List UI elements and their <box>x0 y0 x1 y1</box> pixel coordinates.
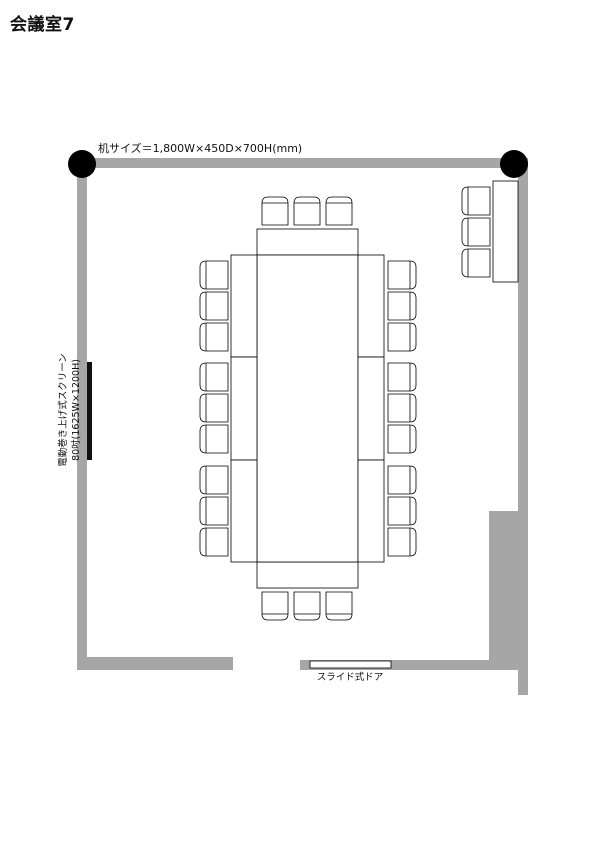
wall-right-lower <box>518 511 528 695</box>
chair <box>387 260 417 290</box>
chair <box>325 196 353 226</box>
table-left-3 <box>230 459 258 563</box>
desk-spec-label: 机サイズ＝1,800W×450D×700H(mm) <box>98 141 302 155</box>
chair <box>387 362 417 392</box>
screen-bar <box>87 362 92 460</box>
chair <box>199 393 229 423</box>
chair <box>199 496 229 526</box>
chair <box>199 527 229 557</box>
chairs-left-column <box>199 260 229 557</box>
chair <box>387 465 417 495</box>
chair <box>199 322 229 352</box>
chair <box>199 424 229 454</box>
table-left-1 <box>230 254 258 358</box>
chairs-top-row <box>261 196 353 226</box>
door-label: スライド式ドア <box>317 671 384 683</box>
chair <box>293 591 321 621</box>
table-right-1 <box>357 254 385 358</box>
tables <box>230 180 519 589</box>
wall-right-upper <box>518 158 528 513</box>
table-left-2 <box>230 356 258 461</box>
chair <box>387 291 417 321</box>
room-title: 会議室7 <box>10 15 75 35</box>
wall-top <box>77 158 527 168</box>
screen-label-line2: 80吋(1625W×1200H) <box>71 359 82 461</box>
chair <box>387 527 417 557</box>
table-top-end <box>256 228 359 256</box>
table-right-2 <box>357 356 385 461</box>
chair <box>461 186 491 216</box>
chair <box>461 248 491 278</box>
chair <box>325 591 353 621</box>
pillar-top-left <box>68 150 96 178</box>
wall-bottom-right <box>300 660 528 670</box>
chairs-bottom-row <box>261 591 353 621</box>
chair <box>461 217 491 247</box>
side-table <box>492 180 519 283</box>
chairs-side-table <box>461 186 491 278</box>
chair <box>387 424 417 454</box>
pillar-top-right <box>500 150 528 178</box>
chairs-right-column <box>387 260 417 557</box>
chair <box>261 591 289 621</box>
chair <box>387 393 417 423</box>
walls <box>77 158 528 695</box>
chair <box>199 260 229 290</box>
chair <box>293 196 321 226</box>
wall-bottom-left <box>77 657 233 670</box>
table-center <box>256 254 359 563</box>
chair <box>199 362 229 392</box>
table-bottom-end <box>256 561 359 589</box>
chair <box>199 465 229 495</box>
chair <box>261 196 289 226</box>
wall-left <box>77 158 87 670</box>
chair <box>199 291 229 321</box>
screen-label-line1: 電動巻き上げ式スクリーン <box>57 353 69 467</box>
chair <box>387 322 417 352</box>
sliding-door <box>309 660 392 669</box>
chair <box>387 496 417 526</box>
table-right-3 <box>357 459 385 563</box>
